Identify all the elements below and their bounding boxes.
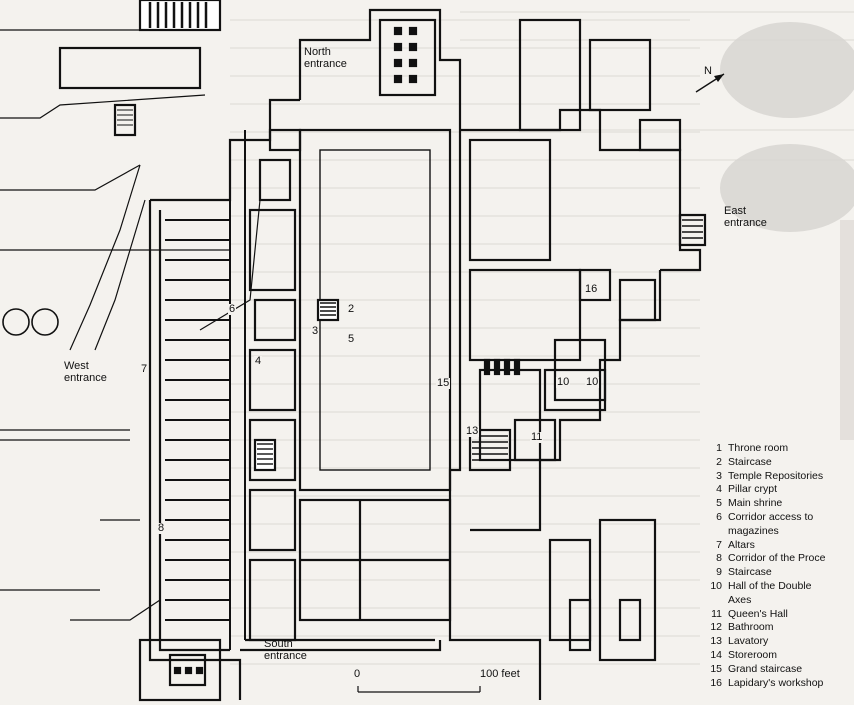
legend-item: magazines — [706, 525, 854, 539]
legend-item-text: Staircase — [728, 566, 772, 579]
legend-item: 9 Staircase — [706, 566, 854, 580]
legend-item-number: 12 — [710, 621, 722, 634]
plan-number-3: 3 — [311, 325, 320, 337]
west-entrance-line-1: West — [64, 360, 89, 372]
west-entrance-label: West entrance — [64, 360, 107, 384]
legend-item: 2 Staircase — [706, 456, 854, 470]
legend-item-number: 6 — [716, 510, 722, 523]
legend-item-text: Throne room — [728, 442, 789, 454]
legend-item-text: Main shrine — [728, 497, 783, 510]
legend-item-text: Staircase — [728, 455, 772, 468]
legend-item-number: 9 — [716, 566, 722, 579]
legend-item: 12 Bathroom — [706, 621, 854, 635]
legend-item: 1 Throne room — [706, 442, 854, 456]
legend-item-number: 5 — [716, 497, 722, 510]
legend-item-number: 16 — [710, 676, 722, 689]
legend-item: 16 Lapidary's workshop — [706, 677, 854, 691]
north-entrance-line-1: North — [304, 46, 331, 58]
plan-number-10b: 10 — [585, 376, 600, 388]
legend-item-text: Temple Repositories — [728, 469, 824, 482]
legend-item-number: 7 — [716, 538, 722, 551]
south-entrance-line-1: South — [264, 638, 293, 650]
legend-item-text: magazines — [728, 524, 779, 537]
plan-number-4: 4 — [254, 355, 263, 367]
legend-item-number: 13 — [710, 635, 722, 648]
legend-item-text: Storeroom — [728, 648, 778, 661]
legend-item: 5 Main shrine — [706, 497, 854, 511]
legend-item-number — [706, 525, 722, 539]
legend-item-number: 4 — [716, 483, 722, 496]
scale-bar-graphic — [357, 686, 481, 693]
plan-number-5: 5 — [347, 333, 356, 345]
legend-item-number: 11 — [711, 607, 722, 620]
south-entrance-line-2: entrance — [264, 650, 307, 662]
legend-item-text: Bathroom — [728, 621, 774, 634]
south-entrance-label: South entrance — [264, 638, 307, 662]
legend-item-text: Pillar crypt — [728, 483, 778, 496]
legend-item-number: 8 — [716, 552, 722, 565]
east-entrance-label: East entrance — [724, 205, 767, 229]
east-entrance-line-1: East — [724, 205, 747, 217]
scale-zero: 0 — [354, 668, 361, 680]
legend-item-number: 2 — [716, 455, 722, 468]
plan-number-13: 13 — [465, 425, 480, 437]
north-entrance-line-2: entrance — [304, 58, 347, 70]
plan-number-8: 8 — [157, 522, 166, 534]
legend-item-number: 1 — [716, 442, 722, 454]
west-entrance-line-2: entrance — [64, 372, 107, 384]
legend-item-text: Hall of the Double — [728, 579, 812, 592]
legend-item-number — [706, 594, 722, 608]
scale-bar: 0 100 feet — [340, 668, 540, 700]
legend-item-text: Lapidary's workshop — [728, 676, 824, 689]
legend-item-text: Corridor of the Proce — [728, 552, 826, 565]
legend-item: Axes — [706, 594, 854, 608]
legend-item-number: 10 — [710, 579, 722, 592]
plan-number-16: 16 — [584, 283, 599, 295]
legend-item-text: Corridor access to — [728, 510, 814, 523]
plan-number-6: 6 — [228, 303, 237, 315]
legend-item-text: Altars — [728, 538, 755, 551]
legend-item-number: 14 — [710, 648, 722, 661]
plan-number-2: 2 — [347, 303, 356, 315]
legend-item: 4 Pillar crypt — [706, 483, 854, 497]
legend-item-text: Queen's Hall — [728, 607, 788, 620]
legend-item: 10 Hall of the Double — [706, 580, 854, 594]
legend-item-number: 3 — [716, 469, 722, 482]
scale-end: 100 feet — [480, 668, 520, 680]
legend-item-number: 15 — [710, 662, 722, 675]
legend-item-text: Axes — [728, 593, 752, 606]
legend-item-text: Lavatory — [728, 635, 769, 648]
legend-item: 8 Corridor of the Proce — [706, 552, 854, 566]
legend-item: 11 Queen's Hall — [706, 608, 854, 622]
plan-number-15: 15 — [436, 377, 451, 389]
legend-item: 13 Lavatory — [706, 635, 854, 649]
north-arrow-icon: N — [695, 65, 725, 93]
legend-item: 7 Altars — [706, 539, 854, 553]
plan-number-11: 11 — [530, 431, 544, 443]
north-arrow-letter: N — [704, 65, 712, 77]
legend-item: 14 Storeroom — [706, 649, 854, 663]
east-entrance-line-2: entrance — [724, 217, 767, 229]
legend-item: 15 Grand staircase — [706, 663, 854, 677]
north-entrance-label: North entrance — [304, 46, 347, 70]
plan-number-10a: 10 — [556, 376, 571, 388]
plan-number-7: 7 — [140, 363, 149, 375]
legend-item: 3 Temple Repositories — [706, 470, 854, 484]
legend-item-text: Grand staircase — [728, 662, 803, 675]
legend-item: 6 Corridor access to — [706, 511, 854, 525]
